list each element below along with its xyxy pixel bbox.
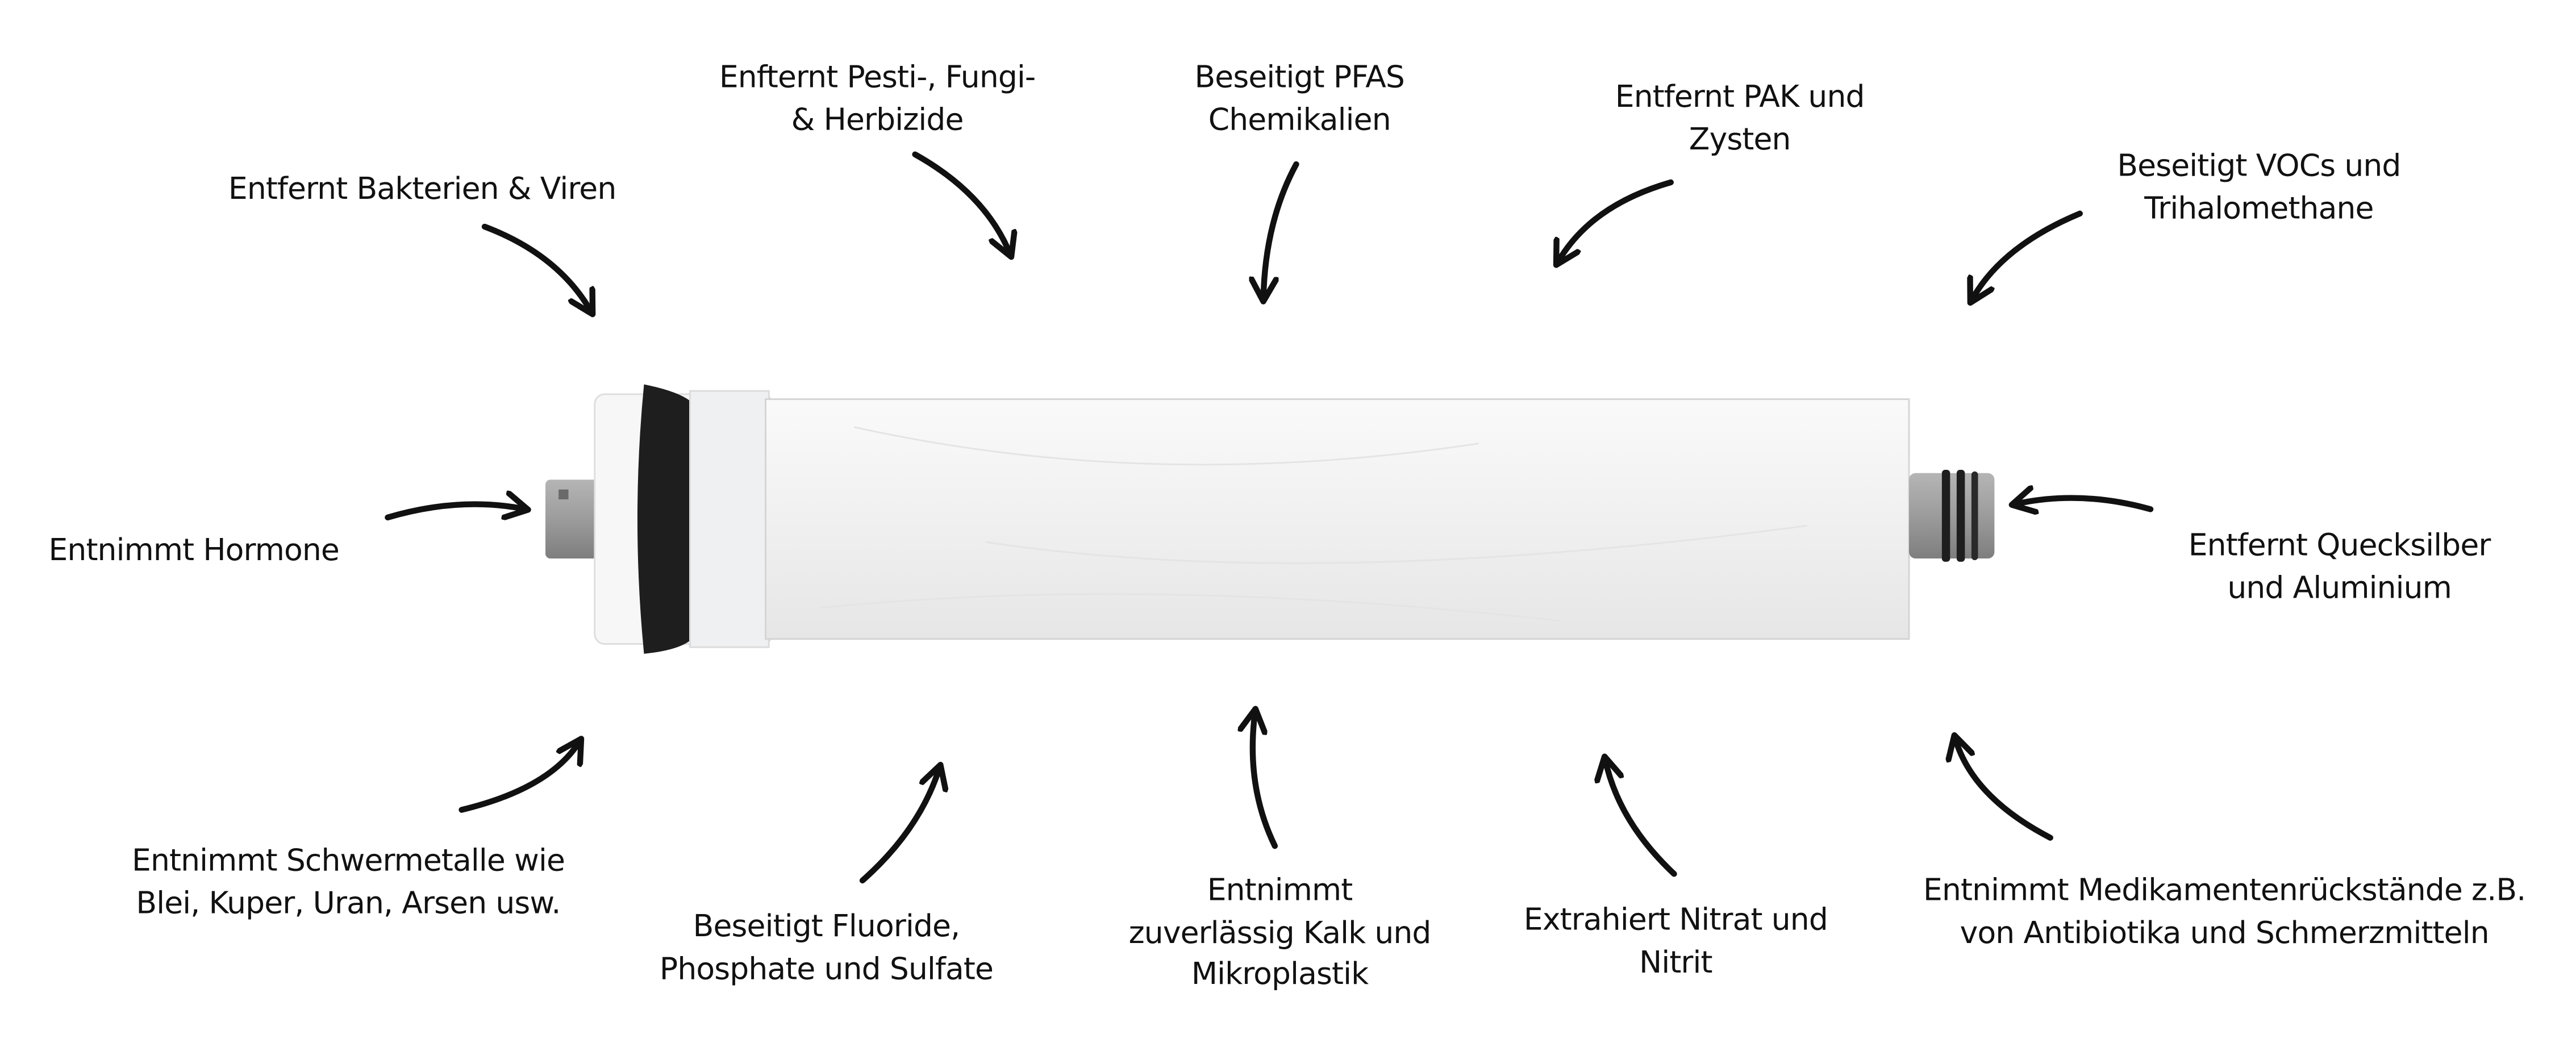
- label-line: und Aluminium: [2227, 570, 2452, 606]
- arrow-nitrat: [1605, 759, 1677, 877]
- label-line: zuverlässig Kalk und: [1128, 916, 1432, 950]
- o-ring: [637, 384, 690, 654]
- label-line: Beseitigt Fluoride,: [693, 910, 960, 945]
- label-medikamente: Entnimmt Medikamentenrückstände z.B. von …: [1923, 871, 2526, 954]
- label-line: Trihalomethane: [2144, 191, 2374, 226]
- label-line: Mikroplastik: [1191, 957, 1369, 992]
- label-line: Blei, Kuper, Uran, Arsen usw.: [136, 886, 561, 921]
- label-line: Entnimmt Medikamentenrückstände z.B.: [1923, 874, 2526, 909]
- right-nozzle: [1909, 473, 1995, 559]
- arrow-hormone: [385, 504, 526, 518]
- arrow-vocs: [1971, 210, 2083, 301]
- label-quecksilber: Entfernt Quecksilber und Aluminium: [2189, 525, 2491, 609]
- label-line: Extrahiert Nitrat und: [1523, 903, 1828, 938]
- arrow-schwermetalle: [458, 741, 580, 813]
- label-hormone: Entnimmt Hormone: [48, 531, 339, 573]
- label-line: Entfernt Bakterien & Viren: [228, 172, 616, 207]
- arrow-pestizide: [912, 151, 1011, 255]
- label-bakterien: Entfernt Bakterien & Viren: [228, 169, 616, 211]
- label-line: & Herbizide: [791, 102, 964, 137]
- label-line: Nitrit: [1639, 945, 1712, 980]
- label-line: Entnimmt Schwermetalle wie: [132, 844, 565, 879]
- label-line: Entnimmt Hormone: [48, 533, 339, 569]
- label-line: Beseitigt VOCs und: [2117, 149, 2401, 184]
- label-line: von Antibiotika und Schmerzmitteln: [1960, 916, 2490, 950]
- arrow-medikamente: [1955, 737, 2053, 841]
- label-fluoride: Beseitigt Fluoride, Phosphate und Sulfate: [659, 907, 994, 990]
- left-nozzle: [545, 479, 602, 559]
- arrow-kalk: [1253, 711, 1278, 849]
- label-line: Phosphate und Sulfate: [659, 952, 994, 987]
- label-line: Entfernt PAK und: [1615, 80, 1865, 115]
- cartridge-body: [765, 398, 1910, 640]
- arrow-fluoride: [859, 767, 940, 884]
- arrow-quecksilber: [2014, 498, 2154, 510]
- label-line: Zysten: [1689, 122, 1791, 157]
- label-line: Beseitigt PFAS: [1194, 60, 1405, 95]
- arrow-pfas: [1264, 161, 1299, 299]
- label-line: Entfernt Quecksilber: [2188, 529, 2491, 564]
- label-pfas: Beseitigt PFAS Chemikalien: [1194, 57, 1404, 141]
- label-line: Chemikalien: [1208, 102, 1391, 137]
- label-line: Enfternt Pesti-, Fungi-: [719, 60, 1036, 95]
- label-pestizide: Enfternt Pesti-, Fungi- & Herbizide: [719, 57, 1036, 141]
- label-line: Entnimmt: [1207, 874, 1353, 909]
- arrow-pak: [1557, 179, 1674, 263]
- arrow-bakterien: [481, 223, 591, 312]
